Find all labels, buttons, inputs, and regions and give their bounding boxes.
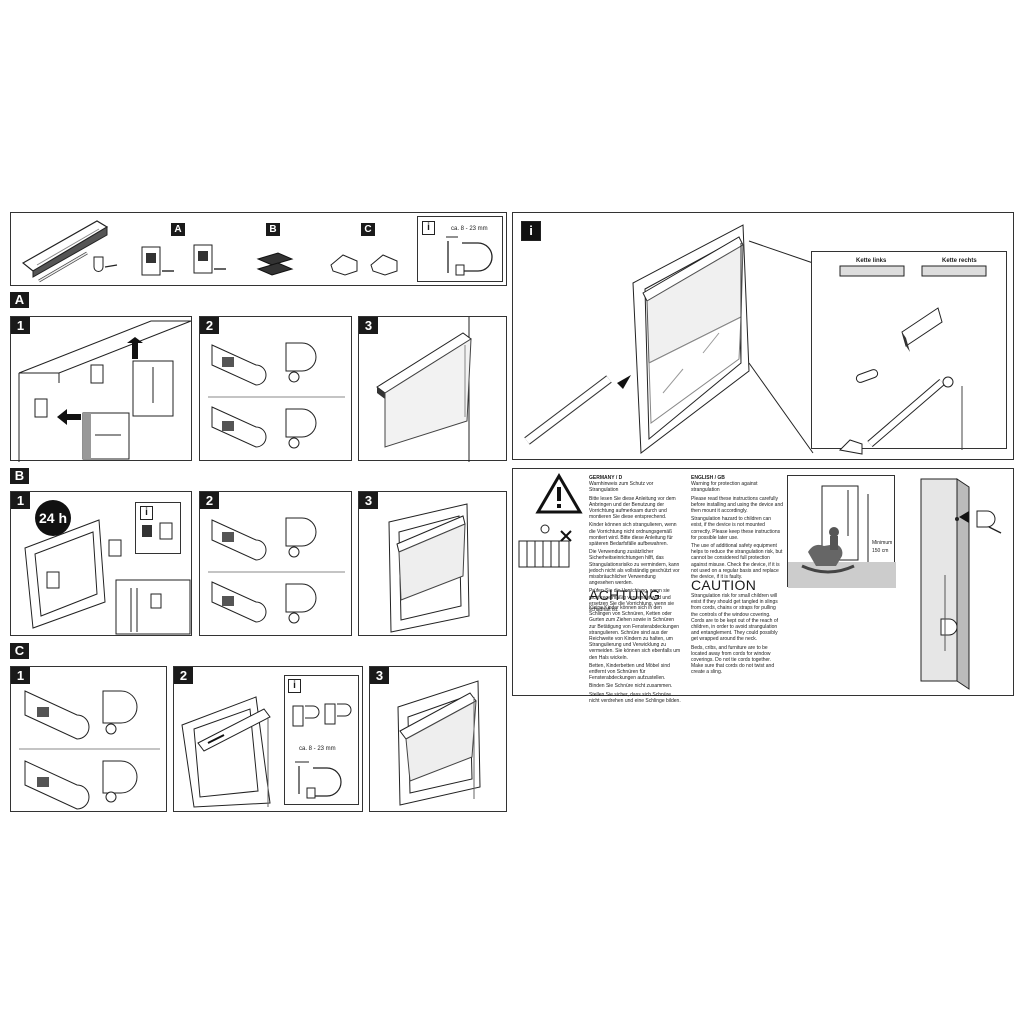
info-icon: i: [288, 679, 301, 693]
child-on-rocking-horse-drawing: [788, 485, 896, 588]
section-label-c: C: [10, 643, 29, 659]
minimum-label: Minimum: [872, 540, 893, 546]
german-heading: GERMANY / D: [589, 475, 623, 481]
adhesive-pad-b-icon: [256, 252, 294, 276]
english-warning-text: ENGLISH / GB Warning for protection agai…: [691, 475, 783, 582]
clamp-detail-drawing: [292, 703, 352, 799]
wall-bracket-installation-drawing: [18, 320, 192, 462]
measure-text: ca. 8 - 23 mm: [451, 226, 488, 232]
section-a-step-1: 1: [10, 316, 192, 462]
section-label-a: A: [10, 292, 29, 308]
clamp-bracket-c-icon: [330, 254, 398, 276]
end-cap-and-tube-drawing: [838, 265, 987, 455]
german-paragraph: Stellen Sie sicher, dass sich Schnüre ni…: [589, 691, 681, 704]
adhesive-bracket-detail: [142, 522, 173, 540]
step-number: 2: [200, 492, 219, 509]
step-number: 3: [370, 667, 389, 684]
step-number: 2: [200, 317, 219, 334]
part-label-a: A: [171, 223, 185, 236]
english-paragraph: The use of additional safety equipment h…: [691, 543, 783, 581]
end-cap-click-in-drawing: [19, 690, 160, 810]
chain-side-info-panel: i Kette links Kette rechts: [512, 212, 1014, 460]
info-icon: i: [140, 506, 153, 520]
section-a-step-3: 3: [358, 316, 507, 462]
info-icon: i: [521, 221, 541, 241]
wall-safety-hook-drawing: [920, 478, 1002, 690]
info-box: i ca. 8 - 23 mm: [284, 675, 359, 805]
end-cap-click-in-drawing: [208, 342, 345, 449]
german-paragraph: Betten, Kinderbetten und Möbel sind entf…: [589, 662, 670, 682]
step-number: 1: [11, 492, 30, 509]
measure-text: ca. 8 - 23 mm: [299, 746, 336, 752]
mounted-roller-blind-drawing: [376, 317, 472, 462]
warning-triangle-icon: [535, 473, 583, 514]
section-b-step-1: 1 24 h i: [10, 491, 192, 636]
german-paragraph: Binden Sie Schnüre nicht zusammen.: [589, 683, 673, 690]
clamp-mounting-drawing: [181, 696, 271, 808]
info-box: i: [135, 502, 181, 554]
german-paragraph: Kleine Kinder können sich in den Schling…: [589, 605, 681, 661]
english-subheading: Warning for protection against strangula…: [691, 481, 758, 494]
english-paragraph: Beds, cribs, and furniture are to be loc…: [691, 644, 775, 676]
minimum-height-illustration: Minimum 150 cm: [787, 475, 896, 588]
english-paragraph: Strangulation hazard to children can exi…: [691, 516, 781, 541]
safety-warning-panel: GERMANY / D Warnhinweis zum Schutz vor S…: [512, 468, 1014, 704]
chain-left-label: Kette links: [856, 258, 887, 264]
german-paragraph: Kinder können sich strangulieren, wenn d…: [589, 522, 677, 548]
section-b-step-2: 2: [199, 491, 352, 636]
section-c-step-2: 2 i ca. 8 - 23 mm: [173, 666, 363, 812]
chain-side-detail-box: Kette links Kette rechts: [811, 251, 1007, 455]
info-icon: i: [422, 221, 435, 235]
part-label-b: B: [266, 223, 280, 236]
parts-overview-panel: A B C i ca. 8 - 23 mm: [10, 212, 507, 286]
adhesive-mounting-drawing: [24, 519, 191, 635]
minimum-height-value: 150 cm: [872, 548, 889, 554]
english-paragraph: Please read these instructions carefully…: [691, 495, 784, 515]
english-caution-text: Strangulation risk for small children wi…: [691, 593, 783, 678]
german-paragraph: Bitte lesen Sie diese Anleitung vor dem …: [589, 495, 676, 521]
german-paragraph: Prüfen Sie die Vorrichtung, wenn sie nic…: [589, 588, 675, 614]
section-a-step-2: 2: [199, 316, 352, 461]
step-number: 3: [359, 317, 378, 334]
section-label-b: B: [10, 468, 29, 484]
german-warning-text: GERMANY / D Warnhinweis zum Schutz vor S…: [589, 475, 681, 615]
bracket-a-icon: [141, 244, 226, 276]
window-with-roller-blind-drawing: [524, 224, 814, 454]
german-caution-text: Kleine Kinder können sich in den Schling…: [589, 605, 681, 706]
part-label-c: C: [361, 223, 375, 236]
measure-info-box: i ca. 8 - 23 mm: [417, 216, 503, 282]
section-c-step-3: 3: [369, 666, 507, 812]
section-c-step-1: 1: [10, 666, 167, 812]
window-frame-measure-icon: [446, 236, 493, 276]
german-warning-title: ACHTUNG: [589, 587, 661, 603]
english-heading: ENGLISH / GB: [691, 475, 725, 481]
mounted-roller-blind-drawing: [388, 503, 470, 633]
24h-badge: 24 h: [35, 500, 71, 536]
roller-blind-illustration: [21, 220, 109, 283]
step-number: 2: [174, 667, 193, 684]
section-b-step-3: 3: [358, 491, 507, 636]
end-cap-click-in-drawing: [208, 517, 345, 624]
step-number: 3: [359, 492, 378, 509]
mounted-roller-blind-drawing: [397, 680, 481, 806]
end-cap-and-screw-icon: [93, 256, 118, 272]
german-paragraph: Die Verwendung zusätzlicher Sicherheitse…: [589, 549, 680, 587]
step-number: 1: [11, 317, 30, 334]
chain-right-label: Kette rechts: [942, 258, 977, 264]
german-subheading: Warnhinweis zum Schutz vor Strangulation: [589, 481, 654, 494]
child-at-window-crib-icon: [518, 524, 572, 568]
english-paragraph: Strangulation risk for small children wi…: [691, 593, 778, 643]
english-warning-title: CAUTION: [691, 577, 757, 593]
step-number: 1: [11, 667, 30, 684]
